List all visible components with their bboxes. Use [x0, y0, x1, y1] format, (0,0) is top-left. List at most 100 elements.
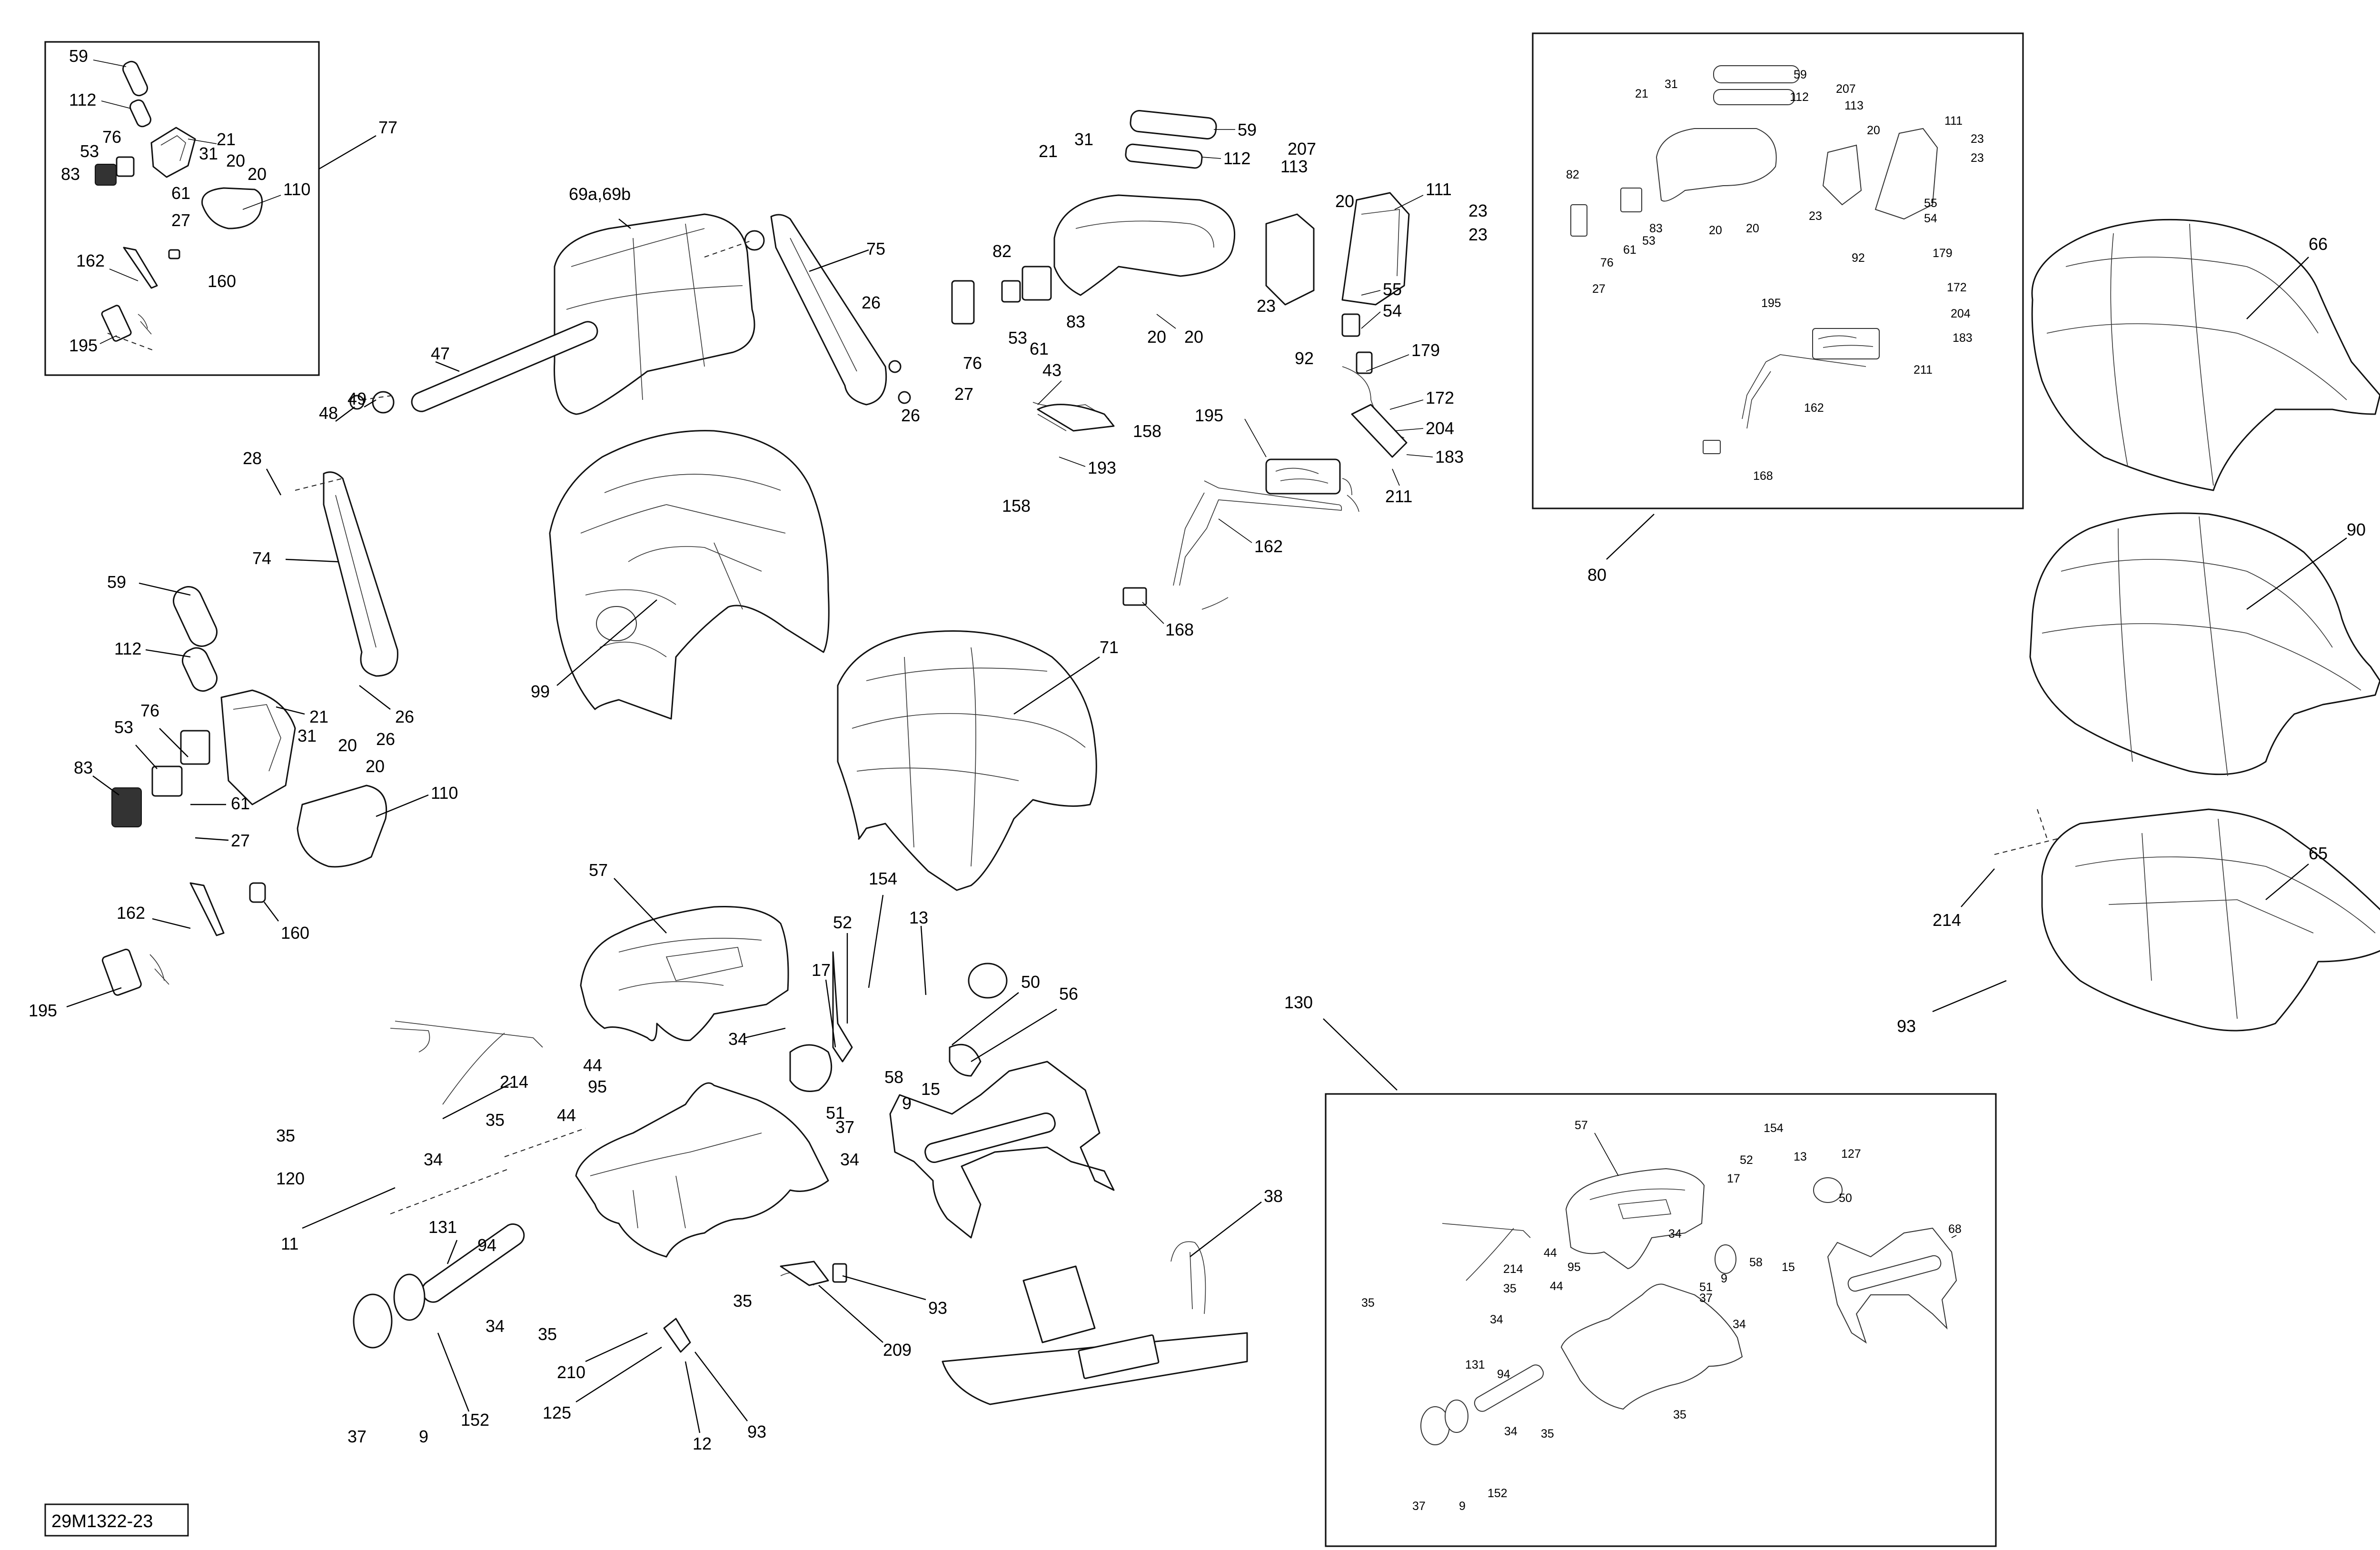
backrest-callouts: 69a,69b 75 26 26 47 48 49 28 74 59 112 2… — [29, 184, 920, 1020]
callout-26-b: 26 — [901, 406, 920, 425]
callout-20-i: 20 — [1746, 222, 1759, 235]
inset-80-parts — [1570, 65, 1938, 454]
callout-35-d: 35 — [733, 1291, 752, 1311]
callout-27-a: 27 — [171, 210, 190, 230]
callout-111: 111 — [1426, 179, 1452, 199]
callout-99: 99 — [531, 682, 550, 701]
seat-callouts: 99 71 — [531, 599, 1119, 715]
callout-82-b: 82 — [1566, 168, 1579, 181]
callout-34-h: 34 — [1504, 1425, 1517, 1438]
callout-52-a: 52 — [833, 913, 852, 932]
callout-23-b: 23 — [1468, 225, 1488, 244]
callout-183-a: 183 — [1435, 447, 1464, 467]
callout-9-a: 9 — [902, 1093, 912, 1113]
callout-160-b: 160 — [281, 923, 309, 943]
callout-95-a: 95 — [588, 1077, 607, 1096]
callout-13-a: 13 — [909, 908, 928, 927]
right-seat-callouts: 66 90 65 214 93 — [1897, 234, 2366, 1036]
callout-23-c: 23 — [1257, 296, 1276, 316]
callout-44-c: 44 — [1544, 1246, 1557, 1260]
callout-93-a: 93 — [1897, 1016, 1916, 1036]
callout-35-f: 35 — [1361, 1296, 1375, 1310]
callout-162-d: 162 — [1804, 401, 1824, 415]
callout-48: 48 — [319, 403, 338, 423]
handle-wiring-assembly — [951, 109, 1410, 610]
callout-193: 193 — [1088, 458, 1116, 477]
callout-195-d: 195 — [1761, 297, 1781, 310]
callout-37-d: 37 — [1412, 1500, 1426, 1513]
callout-53-d: 53 — [1642, 234, 1656, 248]
callout-43: 43 — [1042, 360, 1061, 380]
callout-28: 28 — [243, 448, 262, 468]
callout-20-h: 20 — [1709, 224, 1722, 237]
callout-92-b: 92 — [1852, 251, 1865, 265]
callout-209: 209 — [883, 1340, 912, 1360]
callout-131-b: 131 — [1465, 1358, 1485, 1371]
callout-23-a: 23 — [1468, 201, 1488, 220]
callout-34-d: 34 — [486, 1316, 505, 1336]
inset-box-top-left — [44, 41, 320, 376]
callout-50-a: 50 — [1021, 972, 1040, 992]
callout-66: 66 — [2309, 234, 2328, 254]
callout-113: 113 — [1280, 157, 1308, 176]
callout-17-b: 17 — [1727, 1172, 1740, 1185]
callout-112-b: 112 — [114, 639, 141, 658]
callout-35-a: 35 — [276, 1126, 295, 1145]
callout-162-a: 162 — [76, 251, 105, 270]
callout-207: 207 — [1288, 139, 1316, 159]
callout-127: 127 — [1841, 1147, 1861, 1161]
callout-195-c: 195 — [1195, 406, 1223, 425]
callout-59-d: 59 — [1794, 68, 1807, 81]
callout-50-b: 50 — [1839, 1192, 1852, 1205]
callout-93-c: 93 — [928, 1298, 947, 1318]
callout-210: 210 — [557, 1362, 585, 1382]
callout-9-d: 9 — [1459, 1500, 1466, 1513]
callout-35-b: 35 — [486, 1110, 505, 1130]
callout-21-c: 21 — [1039, 141, 1058, 161]
callout-20-a: 20 — [226, 151, 245, 170]
callout-20-b: 20 — [248, 164, 267, 184]
callout-47: 47 — [431, 344, 450, 363]
callout-9-b: 9 — [419, 1427, 428, 1446]
callout-21-d: 21 — [1635, 87, 1648, 100]
callout-58-b: 58 — [1749, 1256, 1763, 1269]
callout-17-a: 17 — [812, 960, 831, 980]
callout-59-b: 59 — [107, 572, 126, 592]
callout-58-a: 58 — [884, 1067, 903, 1087]
callout-112-d: 112 — [1790, 90, 1809, 104]
seat-base-and-seat — [549, 430, 1097, 891]
callout-31-b: 31 — [298, 726, 317, 745]
callout-158-b: 158 — [1002, 496, 1031, 516]
callout-34-g: 34 — [1490, 1313, 1503, 1326]
callout-20-g: 20 — [1335, 191, 1354, 211]
callout-195-a: 195 — [69, 336, 98, 355]
callout-37-b: 37 — [347, 1427, 367, 1446]
callout-23-d: 23 — [1971, 132, 1984, 146]
callout-20-e: 20 — [1147, 327, 1166, 347]
callout-204-a: 204 — [1426, 418, 1454, 438]
callout-34-a: 34 — [728, 1029, 747, 1049]
callout-162-c: 162 — [1254, 537, 1283, 556]
callout-27-c: 27 — [954, 384, 973, 404]
callout-61-b: 61 — [231, 794, 250, 813]
callout-82: 82 — [992, 241, 1012, 261]
callout-172-b: 172 — [1947, 281, 1967, 294]
callout-57-b: 57 — [1575, 1119, 1588, 1132]
callout-168-b: 168 — [1753, 469, 1773, 483]
callout-12: 12 — [693, 1434, 712, 1453]
callout-65: 65 — [2309, 844, 2328, 863]
callout-111-b: 111 — [1944, 114, 1963, 128]
callout-34-c: 34 — [424, 1150, 443, 1169]
callout-23-f: 23 — [1809, 209, 1822, 223]
callout-15-b: 15 — [1782, 1261, 1795, 1274]
callout-54-a: 54 — [1383, 301, 1402, 320]
callout-13-b: 13 — [1794, 1150, 1807, 1163]
callout-195-b: 195 — [29, 1001, 57, 1020]
callout-31-a: 31 — [199, 144, 218, 163]
callout-49: 49 — [347, 389, 367, 408]
inset-77-parts — [95, 60, 263, 350]
callout-31-c: 31 — [1074, 129, 1093, 149]
callout-214-b: 214 — [500, 1072, 528, 1092]
callout-83-c: 83 — [1066, 312, 1085, 331]
